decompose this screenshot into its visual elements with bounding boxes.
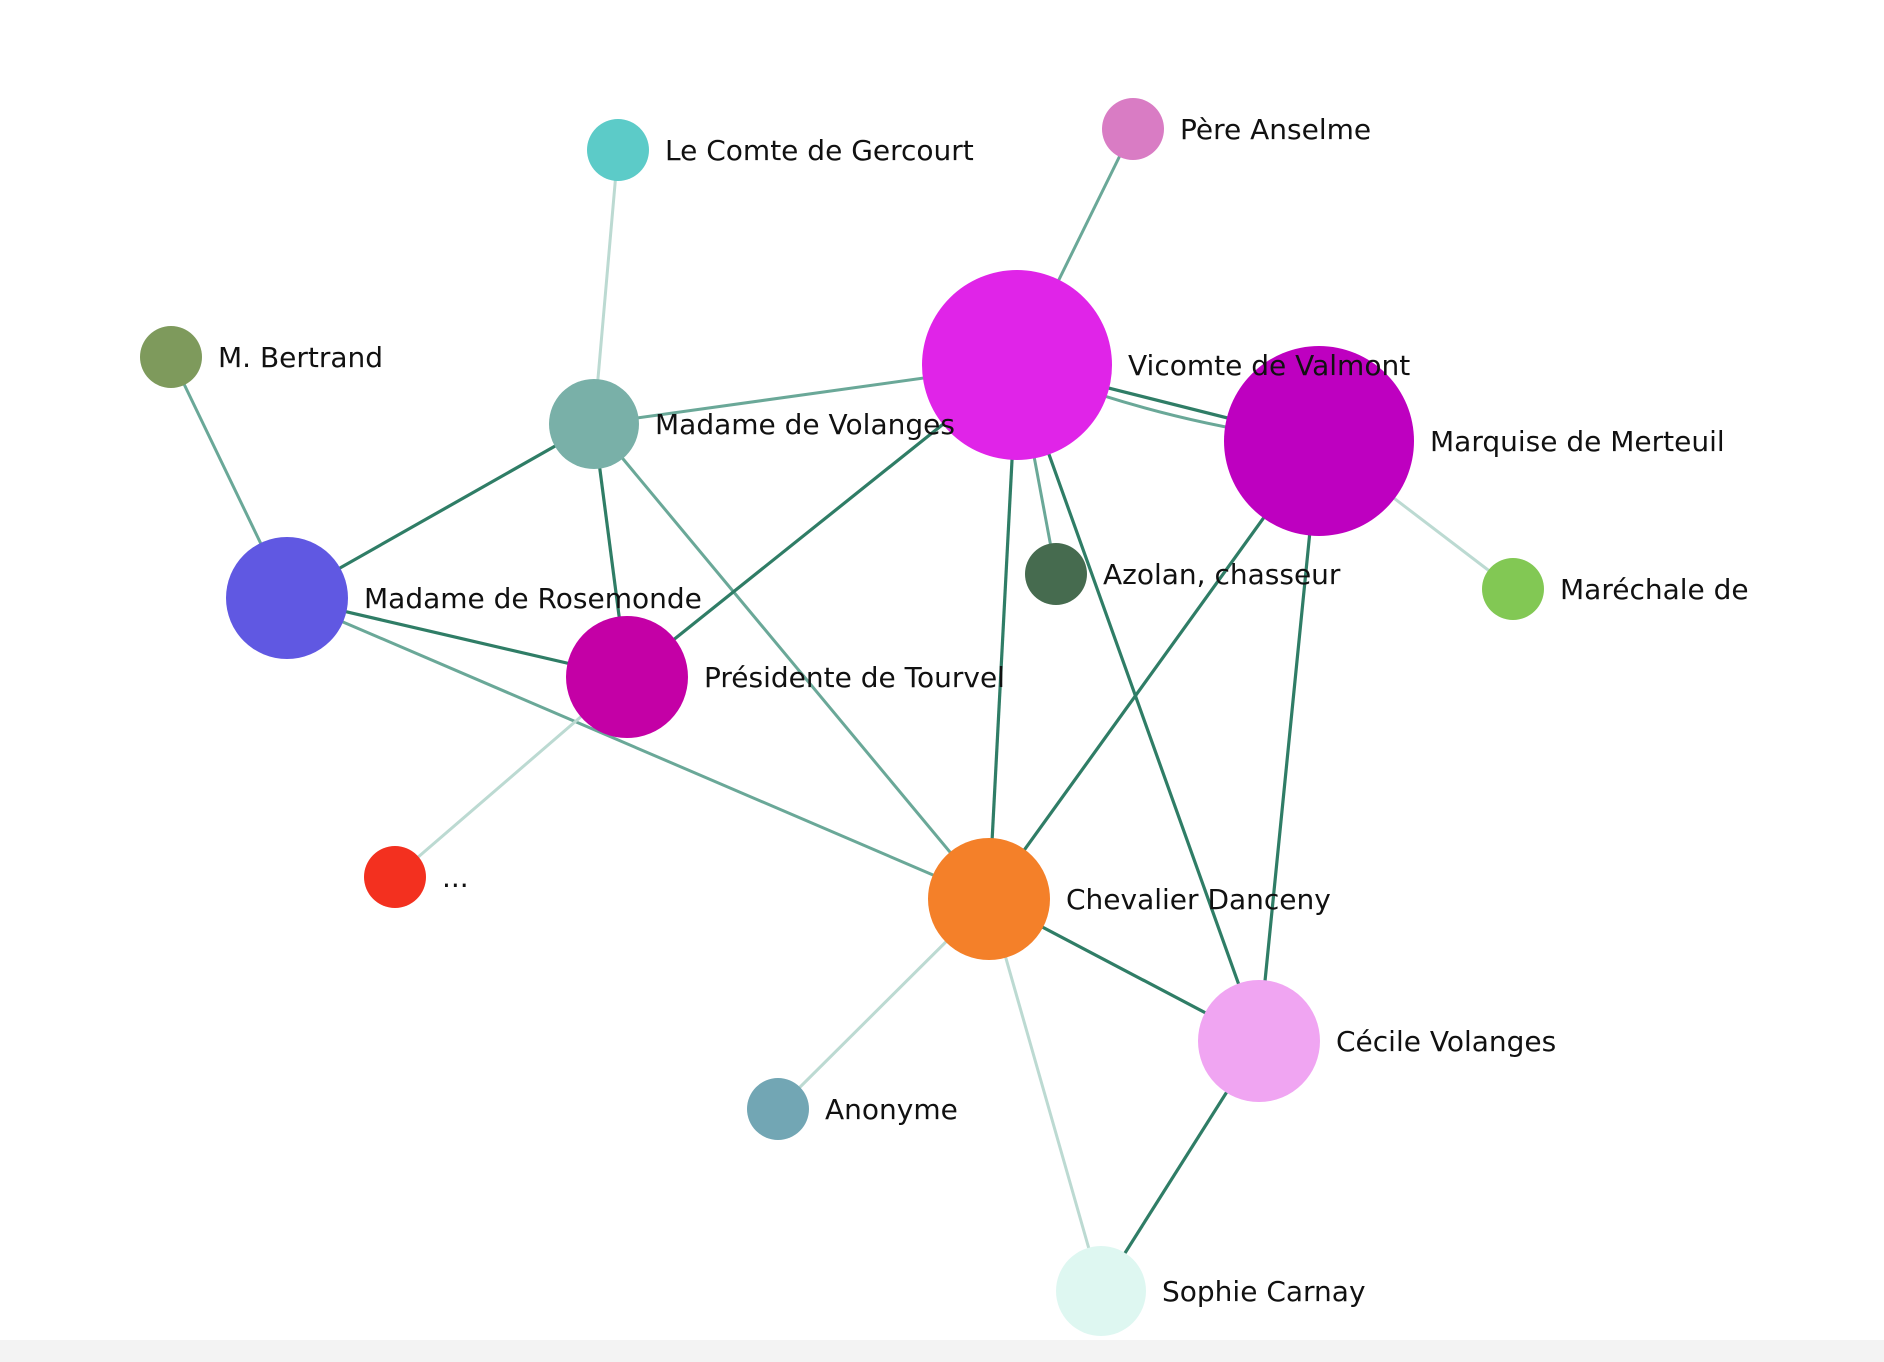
- node-label-rosemonde: Madame de Rosemonde: [364, 582, 702, 615]
- node-ellipsis[interactable]: [364, 846, 426, 908]
- node-label-ellipsis: ...: [442, 861, 469, 894]
- node-bertrand[interactable]: [140, 326, 202, 388]
- node-label-volanges_m: Madame de Volanges: [655, 408, 955, 441]
- node-merteuil[interactable]: [1224, 346, 1414, 536]
- node-anselme[interactable]: [1102, 98, 1164, 160]
- edge-volanges_m-danceny: [592, 423, 991, 900]
- node-label-sophie: Sophie Carnay: [1162, 1275, 1366, 1308]
- edge-rosemonde-danceny: [286, 596, 990, 901]
- node-cecile[interactable]: [1198, 980, 1320, 1102]
- node-volanges_m[interactable]: [549, 379, 639, 469]
- node-anonyme[interactable]: [747, 1078, 809, 1140]
- labels-layer: Le Comte de Gercourt Père Anselme M. Bertr…: [218, 113, 1749, 1308]
- node-label-bertrand: M. Bertrand: [218, 341, 383, 374]
- node-label-anonyme: Anonyme: [825, 1093, 958, 1126]
- node-label-azolan: Azolan, chasseur: [1103, 558, 1341, 591]
- nodes-layer: [140, 98, 1544, 1336]
- edge-valmont-cecile: [1015, 364, 1261, 1042]
- node-label-tourvel: Présidente de Tourvel: [704, 661, 1005, 694]
- node-marechale[interactable]: [1482, 558, 1544, 620]
- node-label-valmont: Vicomte de Valmont: [1128, 349, 1410, 382]
- bottom-strip: [0, 1340, 1884, 1362]
- node-label-danceny: Chevalier Danceny: [1066, 883, 1331, 916]
- edge-danceny-sophie: [987, 898, 1103, 1292]
- node-gercourt[interactable]: [587, 119, 649, 181]
- node-valmont[interactable]: [922, 270, 1112, 460]
- node-label-marechale: Maréchale de: [1560, 573, 1749, 606]
- edge-merteuil-cecile: [1257, 440, 1321, 1042]
- node-label-cecile: Cécile Volanges: [1336, 1025, 1556, 1058]
- edge-gercourt-volanges_m: [592, 149, 620, 425]
- node-label-anselme: Père Anselme: [1180, 113, 1371, 146]
- node-rosemonde[interactable]: [226, 537, 348, 659]
- node-tourvel[interactable]: [566, 616, 688, 738]
- node-label-merteuil: Marquise de Merteuil: [1430, 425, 1725, 458]
- node-azolan[interactable]: [1025, 543, 1087, 605]
- node-label-gercourt: Le Comte de Gercourt: [665, 134, 974, 167]
- node-sophie[interactable]: [1056, 1246, 1146, 1336]
- node-danceny[interactable]: [928, 838, 1050, 960]
